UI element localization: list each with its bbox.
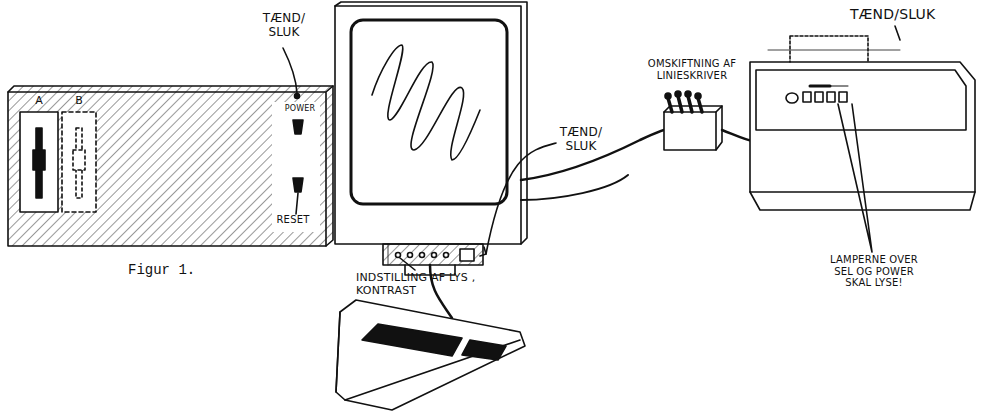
callout-label: TÆND/ SLUK (258, 12, 310, 40)
callout-label: POWER (280, 104, 320, 113)
leader-line (895, 26, 900, 40)
leader-line (400, 258, 415, 270)
leader-line (838, 104, 872, 252)
callout-label: TÆND/ SLUK (556, 126, 606, 154)
cable (521, 175, 628, 200)
callout-label: B (72, 95, 86, 108)
switch-box (664, 91, 756, 150)
callout-label: TÆND/SLUK (850, 6, 960, 22)
keyboard (336, 265, 525, 410)
callout-label: INDSTILLING AF LYS , KONTRAST (356, 272, 488, 297)
callout-label: OMSKIFTNING AF LINIESKRIVER (640, 58, 744, 81)
monitor (335, 2, 527, 275)
callout-label: RESET (268, 214, 318, 226)
callout-label: A (32, 95, 46, 108)
leader-line (283, 48, 297, 93)
arrow-head (480, 247, 486, 256)
disk-unit (8, 86, 333, 246)
callout-label: LAMPERNE OVER SEL OG POWER SKAL LYSE! (826, 254, 922, 289)
figure-caption: Figur 1. (128, 262, 195, 278)
